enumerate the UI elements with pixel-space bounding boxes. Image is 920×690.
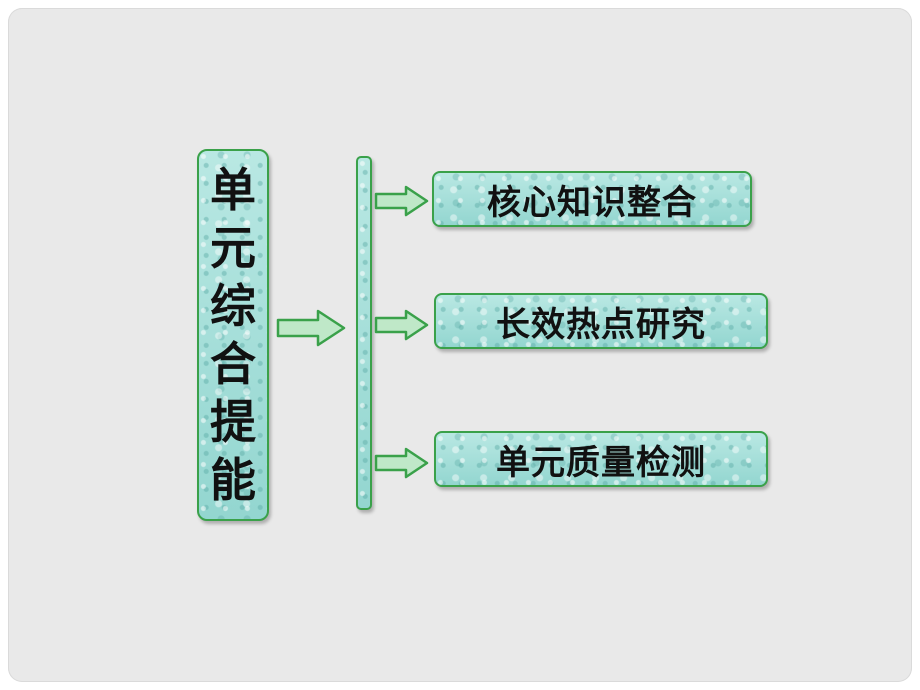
arrow-2-icon (374, 309, 429, 341)
section-label-3: 单元质量检测 (496, 442, 706, 483)
arrow-1-icon (374, 185, 429, 217)
arrow-3-icon (374, 447, 429, 479)
main-arrow-icon (276, 309, 346, 347)
section-label-2: 长效热点研究 (496, 304, 706, 345)
main-topic-label: 单元综合提能 (210, 163, 256, 507)
section-box-2[interactable]: 长效热点研究 (434, 293, 768, 349)
section-box-3[interactable]: 单元质量检测 (434, 431, 768, 487)
main-topic-box: 单元综合提能 (197, 149, 269, 521)
section-box-1[interactable]: 核心知识整合 (432, 171, 752, 227)
bracket-bar (356, 156, 372, 510)
section-label-1: 核心知识整合 (487, 182, 697, 223)
